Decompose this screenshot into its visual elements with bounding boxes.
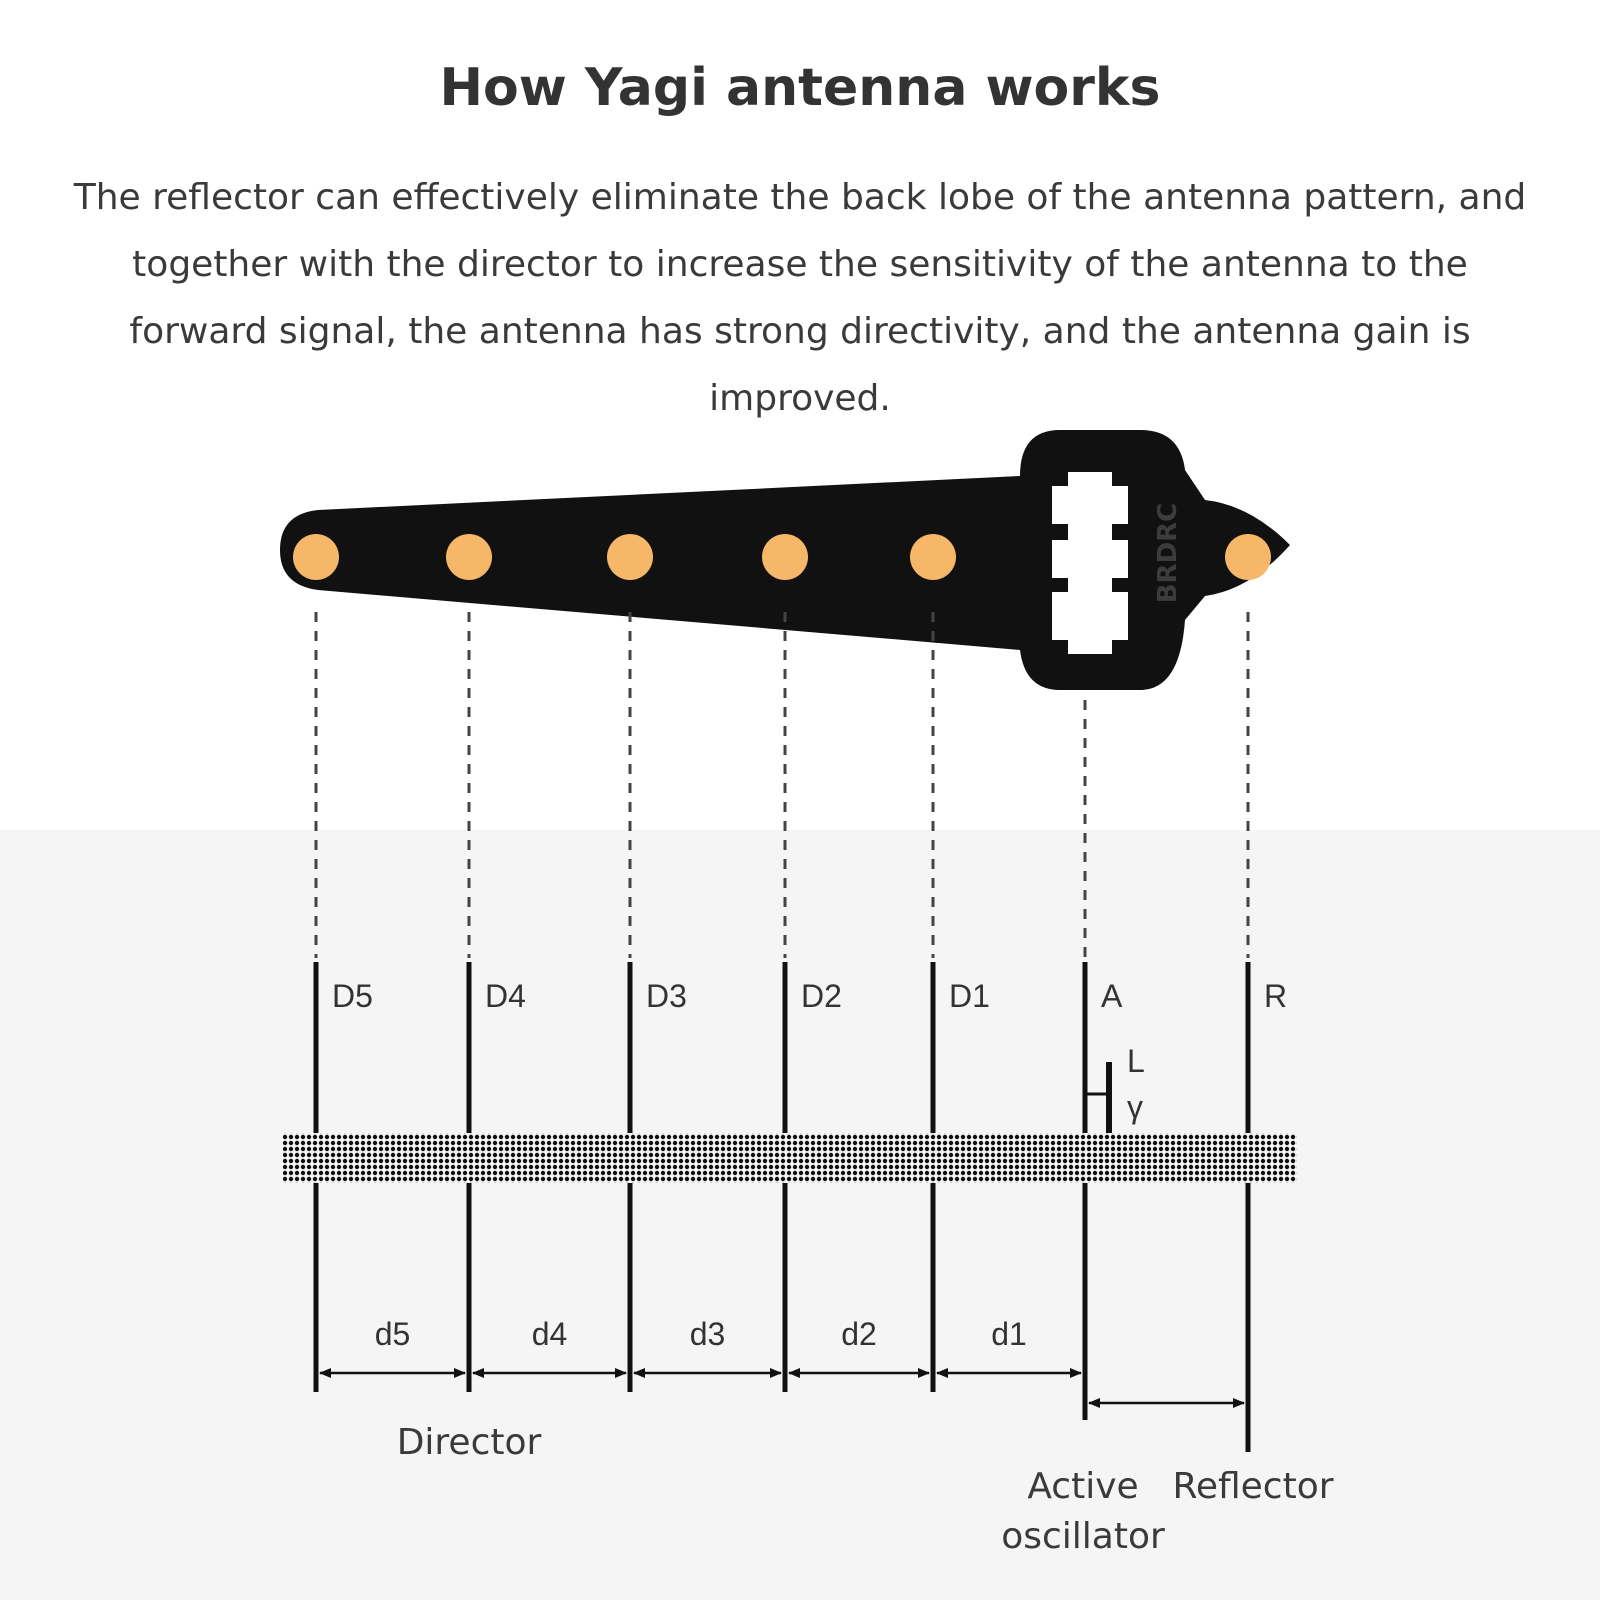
antenna-photo: BRDRC	[280, 430, 1290, 690]
lower-background-panel	[0, 830, 1600, 1600]
boom	[283, 1133, 1297, 1183]
reflector-label: Reflector	[1172, 1466, 1333, 1507]
element-label-r: R	[1264, 978, 1287, 1014]
antenna-element-dot	[607, 534, 653, 580]
spacing-label-d2: d2	[841, 1316, 877, 1352]
element-label-d5: D5	[332, 978, 373, 1014]
projection-lines	[314, 612, 1250, 958]
antenna-slot	[1052, 472, 1128, 654]
spacing-label-d3: d3	[690, 1316, 726, 1352]
page-title: How Yagi antenna works	[439, 58, 1161, 118]
antenna-element-dot	[1225, 534, 1271, 580]
spacing-labels: d5 d4 d3 d2 d1	[375, 1316, 1027, 1352]
director-label: Director	[397, 1422, 542, 1463]
dimension-arrows	[319, 1368, 1245, 1408]
brand-text: BRDRC	[1153, 503, 1183, 604]
element-label-d2: D2	[801, 978, 842, 1014]
element-lines	[313, 962, 1251, 1452]
antenna-element-dot	[446, 534, 492, 580]
description-text: The reflector can effectively eliminate …	[73, 177, 1527, 419]
element-label-d1: D1	[949, 978, 990, 1014]
feed-label-l: L	[1127, 1043, 1145, 1079]
spacing-label-d4: d4	[532, 1316, 568, 1352]
antenna-element-dot	[910, 534, 956, 580]
element-label-d3: D3	[646, 978, 687, 1014]
element-label-d4: D4	[485, 978, 526, 1014]
antenna-element-dot	[762, 534, 808, 580]
active-label-line1: Active	[1027, 1466, 1138, 1507]
active-label-line2: oscillator	[1001, 1516, 1165, 1557]
spacing-label-d5: d5	[375, 1316, 411, 1352]
antenna-element-dot	[293, 534, 339, 580]
feed-label-gamma: γ	[1127, 1089, 1143, 1125]
feed-gamma-match: L γ	[1086, 1043, 1145, 1133]
element-label-a: A	[1101, 978, 1123, 1014]
element-labels: D5 D4 D3 D2 D1 A R	[332, 978, 1287, 1014]
spacing-label-d1: d1	[991, 1316, 1027, 1352]
